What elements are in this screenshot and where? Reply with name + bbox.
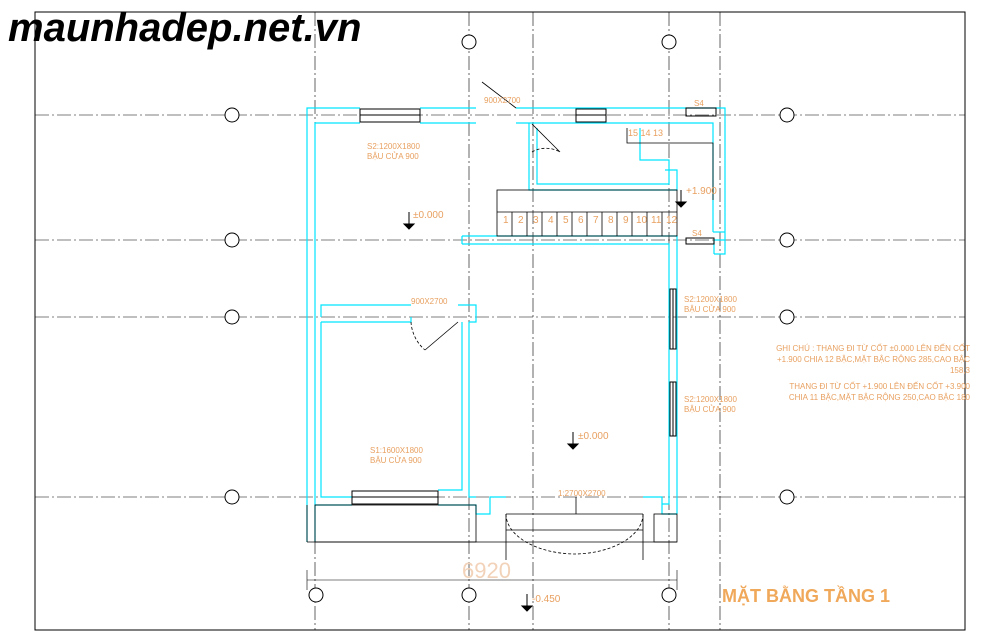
- stair-step-number: 1: [503, 215, 509, 226]
- stair-upper-steps: 15 14 13: [628, 128, 664, 138]
- stair-step-number: 10: [636, 215, 648, 226]
- window-label-s1-bottom-left: S1:1600X1800: [370, 446, 423, 455]
- stair-step-number: 4: [548, 215, 554, 226]
- note-line: THANG ĐI TỪ CỐT +1.900 LÊN ĐẾN CỐT +3.90…: [789, 382, 970, 391]
- stair-step-number: 9: [623, 215, 629, 226]
- stair-step-number: 8: [608, 215, 614, 226]
- door-label-top: 900X2700: [484, 96, 521, 105]
- stair-step-number: 5: [563, 215, 569, 226]
- level-outside: -0.450: [532, 594, 561, 605]
- window-sill-s2-top-left: BẬU CỬA 900: [367, 152, 419, 161]
- doors: [410, 81, 644, 555]
- window-label-s4-mid: S4: [692, 229, 702, 238]
- horizontal-grid-lines: [35, 114, 965, 498]
- window-label-s2-top-left: S2:1200X1800: [367, 142, 420, 151]
- note-line: +1.900 CHIA 12 BẬC,MẶT BẬC RỘNG 285,CAO …: [776, 355, 970, 364]
- window-sill-s1-bottom-left: BẬU CỬA 900: [370, 456, 422, 465]
- level-landing: +1.900: [686, 186, 717, 197]
- level-markers: [402, 190, 688, 612]
- window-label-s4-top: S4: [694, 99, 704, 108]
- stair-step-number: 11: [651, 215, 662, 226]
- note-line: GHI CHÚ : THANG ĐI TỪ CỐT ±0.000 LÊN ĐẾN…: [776, 344, 970, 353]
- site-watermark: maunhadep.net.vn: [8, 6, 362, 50]
- level-room1: ±0.000: [413, 210, 444, 221]
- window-sill-s2-right-1: BẬU CỬA 900: [684, 305, 736, 314]
- stair-step-number: 3: [533, 215, 539, 226]
- stair-step-number: 2: [518, 215, 524, 226]
- grid-bubbles: [224, 34, 795, 603]
- stair-step-number: 7: [593, 215, 599, 226]
- overall-dimension-line: [306, 570, 678, 590]
- front-steps: [306, 504, 678, 560]
- level-main-room: ±0.000: [578, 431, 609, 442]
- windows: [351, 107, 717, 505]
- stair-notes: GHI CHÚ : THANG ĐI TỪ CỐT ±0.000 LÊN ĐẾN…: [740, 343, 970, 403]
- stair-step-numbers: 1 2 3 4 5 6 7 8 9 10 11 12: [500, 214, 680, 230]
- walls: [306, 107, 726, 542]
- stair-treads: [496, 128, 714, 237]
- window-label-s2-right-2: S2:1200X1800: [684, 395, 737, 404]
- drawing-frame: [34, 11, 966, 631]
- stair-step-number: 6: [578, 215, 584, 226]
- window-sill-s2-right-2: BẬU CỬA 900: [684, 405, 736, 414]
- window-label-s2-right-1: S2:1200X1800: [684, 295, 737, 304]
- door-label-mid: 900X2700: [411, 297, 448, 306]
- stair-step-number: 12: [666, 215, 678, 226]
- main-door-label: 1:2700X2700: [558, 489, 606, 498]
- note-line: 158,3: [949, 366, 970, 375]
- drawing-title: MẶT BẰNG TẦNG 1: [722, 586, 890, 606]
- note-line: CHIA 11 BẬC,MẶT BẬC RỘNG 250,CAO BẬC 180: [788, 393, 970, 402]
- overall-dimension-text: 6920: [462, 558, 511, 583]
